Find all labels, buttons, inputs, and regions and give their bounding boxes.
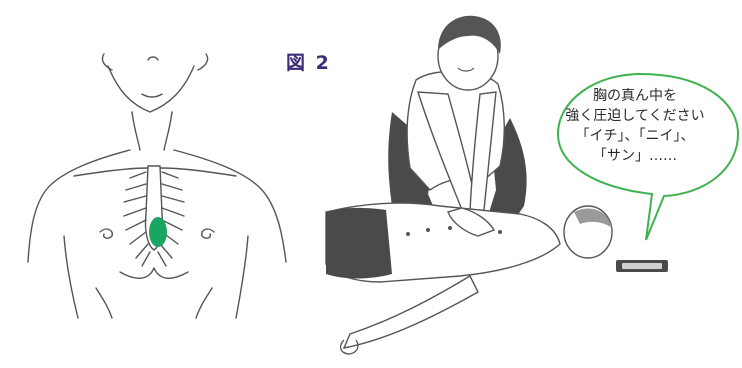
smartphone-icon [616, 260, 668, 272]
speech-bubble-text: 胸の真ん中を 強く圧迫してください 「イチ」、「ニイ」、 「サン」…… [560, 86, 710, 166]
figure-label: 図 2 [286, 48, 331, 75]
bubble-line-3: 「イチ」、「ニイ」、 [560, 126, 710, 146]
bubble-line-1: 胸の真ん中を [560, 86, 710, 106]
patient-pants [326, 208, 392, 279]
bubble-line-4: 「サン」…… [560, 146, 710, 166]
bubble-line-2: 強く圧迫してください [560, 106, 710, 126]
